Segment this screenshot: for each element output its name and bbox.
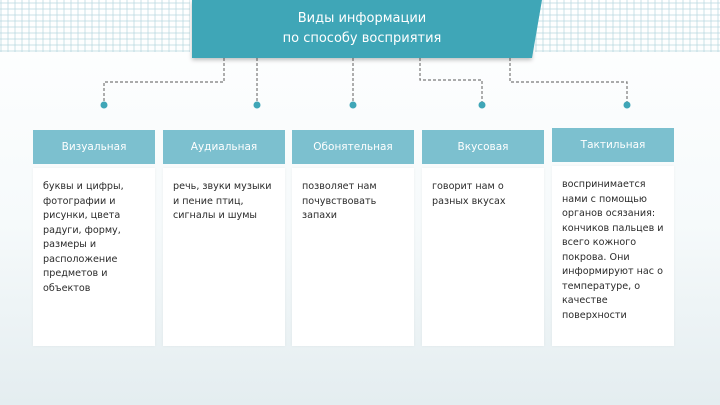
column-taste: Вкусовая говорит нам о разных вкусах	[422, 130, 544, 346]
title-line-2: по способу восприятия	[282, 31, 442, 46]
connector-dot-tactile	[623, 101, 631, 109]
decorative-pattern-left	[0, 0, 190, 52]
diagram-title-box: Виды информации по способу восприятия	[192, 0, 542, 58]
column-olfactory-text: позволяет нам почувствовать запахи	[292, 168, 414, 346]
column-olfactory: Обонятельная позволяет нам почувствовать…	[292, 130, 414, 346]
connector-tactile	[509, 58, 628, 104]
column-visual-text: буквы и цифры, фотографии и рисунки, цве…	[33, 168, 155, 346]
column-tactile: Тактильная воспринимается нами с помощью…	[552, 128, 674, 346]
column-visual-title: Визуальная	[33, 130, 155, 164]
column-taste-title: Вкусовая	[422, 130, 544, 164]
column-audial-text: речь, звуки музыки и пение птиц, сигналы…	[163, 168, 285, 346]
connector-dot-olfactory	[349, 101, 357, 109]
column-audial-title: Аудиальная	[163, 130, 285, 164]
column-olfactory-title: Обонятельная	[292, 130, 414, 164]
column-tactile-title: Тактильная	[552, 128, 674, 162]
connector-dot-audial	[253, 101, 261, 109]
connector-visual	[103, 58, 225, 104]
decorative-pattern-right	[535, 0, 720, 52]
column-audial: Аудиальная речь, звуки музыки и пение пт…	[163, 130, 285, 346]
column-tactile-text: воспринимается нами с помощью органов ос…	[552, 166, 674, 346]
connector-dot-taste	[478, 101, 486, 109]
column-visual: Визуальная буквы и цифры, фотографии и р…	[33, 130, 155, 346]
connector-dot-visual	[100, 101, 108, 109]
column-taste-text: говорит нам о разных вкусах	[422, 168, 544, 346]
connector-taste	[419, 58, 483, 104]
title-line-1: Виды информации	[297, 11, 427, 26]
